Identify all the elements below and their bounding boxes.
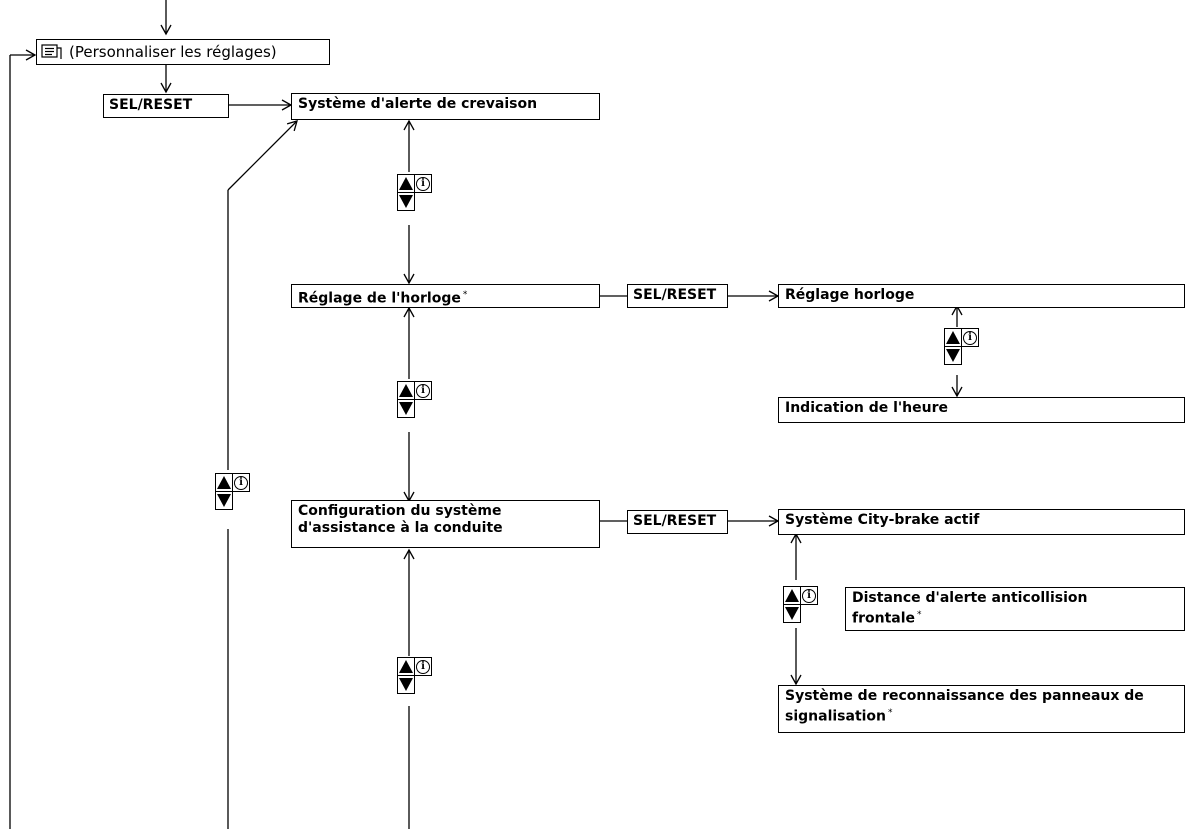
item-collision-line1: Distance d'alerte anticollision (852, 590, 1088, 606)
nav-control[interactable]: i (397, 657, 432, 697)
item-clock-label: Réglage de l'horloge (298, 290, 461, 307)
nav-control[interactable]: i (215, 473, 250, 513)
up-triangle-icon[interactable] (944, 328, 962, 347)
down-triangle-icon[interactable] (397, 675, 415, 694)
customize-settings-icon (41, 44, 63, 60)
info-icon[interactable]: i (232, 473, 250, 492)
info-icon[interactable]: i (414, 381, 432, 400)
sel-reset-button[interactable]: SEL/RESET (103, 94, 229, 118)
down-triangle-icon[interactable] (397, 399, 415, 418)
footnote-marker: * (462, 290, 468, 300)
up-triangle-icon[interactable] (397, 381, 415, 400)
down-triangle-icon[interactable] (397, 192, 415, 211)
nav-control[interactable]: i (397, 381, 432, 421)
item-clock-adjust[interactable]: Réglage horloge (778, 284, 1185, 308)
item-driver-assist[interactable]: Configuration du système d'assistance à … (291, 500, 600, 548)
customize-settings-box[interactable]: (Personnaliser les réglages) (36, 39, 330, 65)
sel-reset-button[interactable]: SEL/RESET (627, 284, 728, 308)
down-triangle-icon[interactable] (215, 491, 233, 510)
footnote-marker: * (888, 708, 893, 718)
footnote-marker: * (917, 610, 922, 620)
up-triangle-icon[interactable] (215, 473, 233, 492)
item-collision-distance[interactable]: Distance d'alerte anticollision frontale… (845, 587, 1185, 631)
item-city-brake[interactable]: Système City-brake actif (778, 509, 1185, 535)
info-icon[interactable]: i (961, 328, 979, 347)
item-clock[interactable]: Réglage de l'horloge* (291, 284, 600, 308)
sel-reset-button[interactable]: SEL/RESET (627, 510, 728, 534)
nav-control[interactable]: i (397, 174, 432, 214)
info-icon[interactable]: i (414, 657, 432, 676)
item-time-display[interactable]: Indication de l'heure (778, 397, 1185, 423)
up-triangle-icon[interactable] (783, 586, 801, 605)
nav-control[interactable]: i (783, 586, 818, 626)
customize-settings-label: (Personnaliser les réglages) (69, 42, 277, 61)
item-driver-assist-line2: d'assistance à la conduite (298, 520, 503, 536)
nav-control[interactable]: i (944, 328, 979, 368)
down-triangle-icon[interactable] (944, 346, 962, 365)
info-icon[interactable]: i (414, 174, 432, 193)
item-sign-line2: signalisation (785, 708, 887, 725)
item-driver-assist-line1: Configuration du système (298, 503, 502, 519)
up-triangle-icon[interactable] (397, 657, 415, 676)
down-triangle-icon[interactable] (783, 604, 801, 623)
item-sign-line1: Système de reconnaissance des panneaux d… (785, 688, 1144, 704)
item-collision-line2: frontale (852, 610, 916, 627)
info-icon[interactable]: i (800, 586, 818, 605)
item-tpms[interactable]: Système d'alerte de crevaison (291, 93, 600, 120)
item-sign-recognition[interactable]: Système de reconnaissance des panneaux d… (778, 685, 1185, 733)
up-triangle-icon[interactable] (397, 174, 415, 193)
